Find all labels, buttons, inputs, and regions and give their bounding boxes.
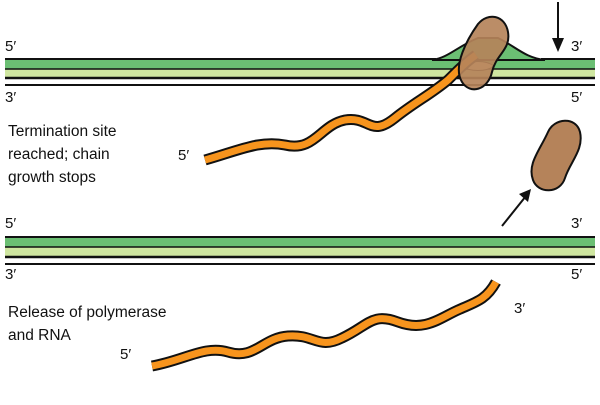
- panel2-released-polymerase: [530, 119, 582, 192]
- panel1-caption-line3: growth stops: [8, 169, 96, 186]
- panel1-coding-strand-dark: [5, 59, 595, 69]
- panel2-caption: Release of polymerase and RNA: [8, 301, 208, 347]
- panel2-coding-strand-dark: [5, 237, 595, 247]
- panel1-top-right-label: 3′: [571, 38, 583, 55]
- panel2-rna-strand-fill: [151, 280, 500, 370]
- arrow-up-right-icon: [501, 189, 531, 227]
- panel2-top-left-label: 5′: [5, 215, 17, 232]
- panel1-bottom-left-label: 3′: [5, 89, 17, 106]
- panel1-caption-line2: reached; chain: [8, 146, 110, 163]
- panel1-caption: Termination site reached; chain growth s…: [8, 120, 208, 189]
- panel2-bottom-left-label: 3′: [5, 266, 17, 283]
- panel1-rna-strand-fill: [204, 52, 479, 164]
- panel2-caption-line2: and RNA: [8, 327, 71, 344]
- panel2-rna-5prime-label: 5′: [120, 346, 132, 363]
- panel2-dna-duplex: [5, 236, 595, 265]
- panel1-bottom-right-label: 5′: [571, 89, 583, 106]
- panel2-top-right-label: 3′: [571, 215, 583, 232]
- panel1-rna-polymerase: [457, 15, 510, 91]
- panel2-template-strand-light: [5, 245, 595, 257]
- panel1-top-left-label: 5′: [5, 38, 17, 55]
- panel2-rna-3prime-label: 3′: [514, 300, 526, 317]
- panel2-bottom-right-label: 5′: [571, 266, 583, 283]
- panel1-caption-line1: Termination site: [8, 123, 117, 140]
- panel2-caption-line1: Release of polymerase: [8, 304, 167, 321]
- arrow-down-icon: [552, 2, 564, 52]
- panel1-rna-5prime-label: 5′: [178, 147, 190, 164]
